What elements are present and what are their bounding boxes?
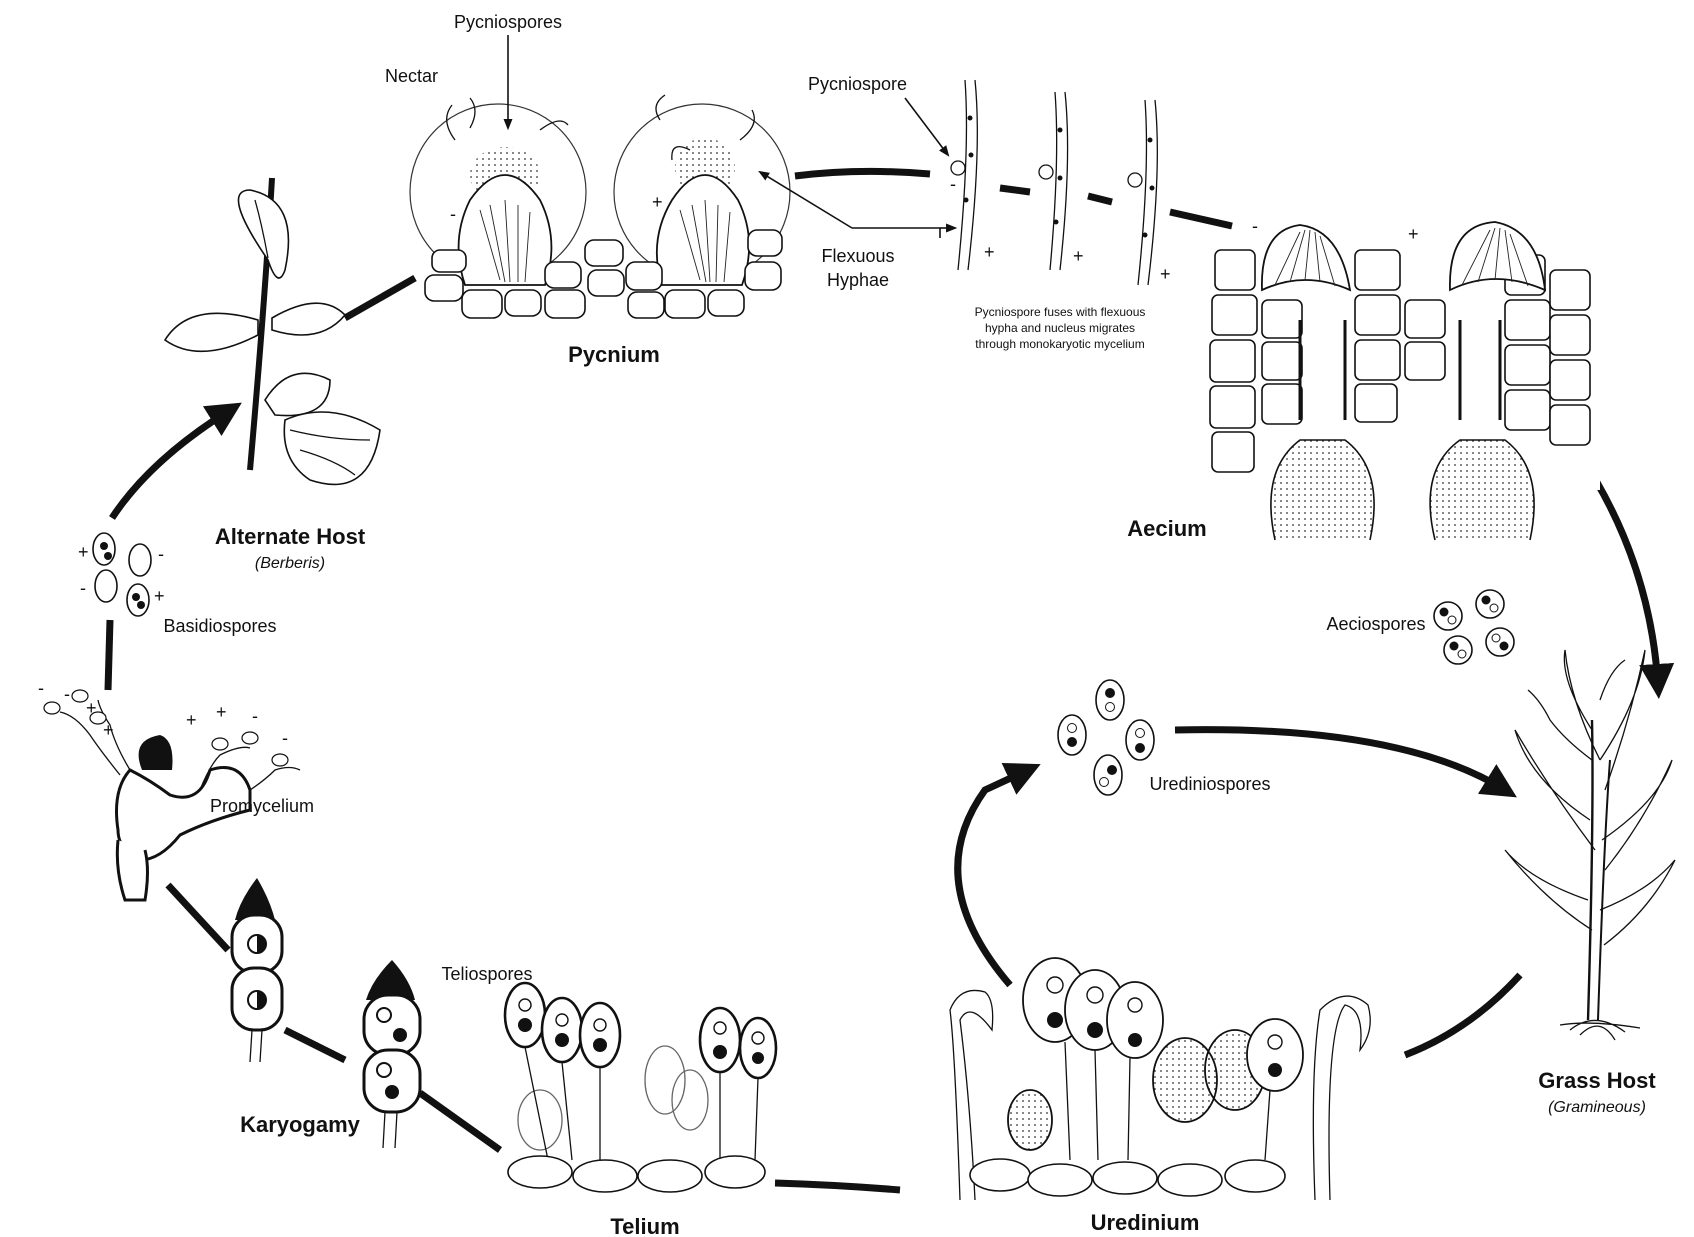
label-berberis: (Berberis) bbox=[255, 555, 325, 572]
aecium-illustration bbox=[1209, 221, 1600, 541]
sign-plus: + bbox=[186, 710, 197, 730]
label-fuse-line-1: Pycniospore fuses with flexuous bbox=[975, 305, 1146, 319]
teliospore-left bbox=[230, 878, 284, 1063]
label-uredinium: Uredinium bbox=[1091, 1210, 1200, 1235]
label-teliospores: Teliospores bbox=[441, 964, 532, 984]
sign-plus: + bbox=[652, 192, 663, 212]
sign-minus: - bbox=[1252, 216, 1258, 236]
connector-karyogamy-cells bbox=[283, 1026, 347, 1064]
label-nectar: Nectar bbox=[385, 66, 438, 86]
label-promycelium: Promycelium bbox=[210, 796, 314, 816]
sign-minus: - bbox=[450, 204, 456, 224]
pycnium-illustration bbox=[409, 94, 791, 319]
label-pycniospore: Pycniospore bbox=[808, 74, 907, 94]
telium-illustration bbox=[503, 981, 778, 1193]
sign-minus: - bbox=[282, 728, 288, 748]
urediniospores-cluster bbox=[1057, 679, 1155, 796]
pycnium-pointers bbox=[503, 35, 958, 238]
label-hyphae: Hyphae bbox=[827, 270, 889, 290]
sign-plus: + bbox=[1160, 264, 1171, 284]
sign-plus: + bbox=[984, 242, 995, 262]
sign-minus: - bbox=[158, 544, 164, 564]
connector-hyphae-1 bbox=[999, 184, 1031, 196]
label-basidiospores: Basidiospores bbox=[163, 616, 276, 636]
label-flexuous: Flexuous bbox=[821, 246, 894, 266]
sign-minus: - bbox=[950, 174, 956, 194]
labels: Pycniospores Nectar Pycniospore Flexuous… bbox=[163, 12, 1656, 1237]
sign-plus: + bbox=[103, 720, 114, 740]
sign-minus: - bbox=[64, 684, 70, 704]
teliospore-right bbox=[362, 960, 422, 1149]
label-aeciospores: Aeciospores bbox=[1326, 614, 1425, 634]
basidiospores-cluster bbox=[92, 532, 152, 617]
label-gramineous: (Gramineous) bbox=[1548, 1099, 1646, 1116]
arrow-uredinium-to-urediniospores bbox=[954, 762, 1041, 988]
connector-pycnium-to-hyphae bbox=[794, 167, 931, 180]
sign-plus: + bbox=[1408, 224, 1419, 244]
uredinium-illustration bbox=[949, 957, 1371, 1201]
sign-plus: + bbox=[216, 702, 227, 722]
sign-minus: - bbox=[38, 678, 44, 698]
sign-plus: + bbox=[154, 586, 165, 606]
connector-grass-to-uredinium bbox=[1403, 972, 1523, 1059]
connector-telium-to-karyogamy bbox=[417, 1090, 503, 1153]
sign-minus: - bbox=[252, 706, 258, 726]
karyogamy-teliospores bbox=[230, 878, 422, 1149]
connector-hyphae-to-aecium bbox=[1169, 208, 1233, 230]
connector-karyogamy-to-promycelium bbox=[165, 882, 231, 953]
connector-hyphae-2 bbox=[1087, 192, 1113, 206]
sign-minus: - bbox=[80, 578, 86, 598]
arrow-urediniospores-to-grass bbox=[1174, 726, 1517, 798]
label-grass-host: Grass Host bbox=[1538, 1068, 1656, 1093]
label-telium: Telium bbox=[610, 1214, 679, 1237]
aeciospores-cluster bbox=[1433, 589, 1515, 665]
label-pycniospores: Pycniospores bbox=[454, 12, 562, 32]
flexuous-hyphae bbox=[950, 79, 1158, 286]
connector-basidio-lower bbox=[104, 619, 114, 691]
promycelium-illustration bbox=[43, 689, 301, 902]
connector-pycnium-to-host bbox=[343, 274, 417, 322]
grass-plant bbox=[1504, 649, 1676, 1041]
connector-uredinium-to-telium bbox=[774, 1179, 901, 1194]
berberis-plant bbox=[163, 177, 381, 486]
sign-plus: + bbox=[78, 542, 89, 562]
sign-plus: + bbox=[86, 698, 97, 718]
label-alternate-host: Alternate Host bbox=[215, 524, 366, 549]
label-karyogamy: Karyogamy bbox=[240, 1112, 361, 1137]
arrow-basidiospores-to-host bbox=[109, 402, 242, 520]
label-aecium: Aecium bbox=[1127, 516, 1206, 541]
mating-signs: - + - + + + - + + - - + - - + + + + - - bbox=[38, 174, 1419, 748]
label-pycnium: Pycnium bbox=[568, 342, 660, 367]
label-fuse-line-3: through monokaryotic mycelium bbox=[975, 337, 1144, 351]
label-fuse-line-2: hypha and nucleus migrates bbox=[985, 321, 1135, 335]
label-urediniospores: Urediniospores bbox=[1149, 774, 1270, 794]
sign-plus: + bbox=[1073, 246, 1084, 266]
